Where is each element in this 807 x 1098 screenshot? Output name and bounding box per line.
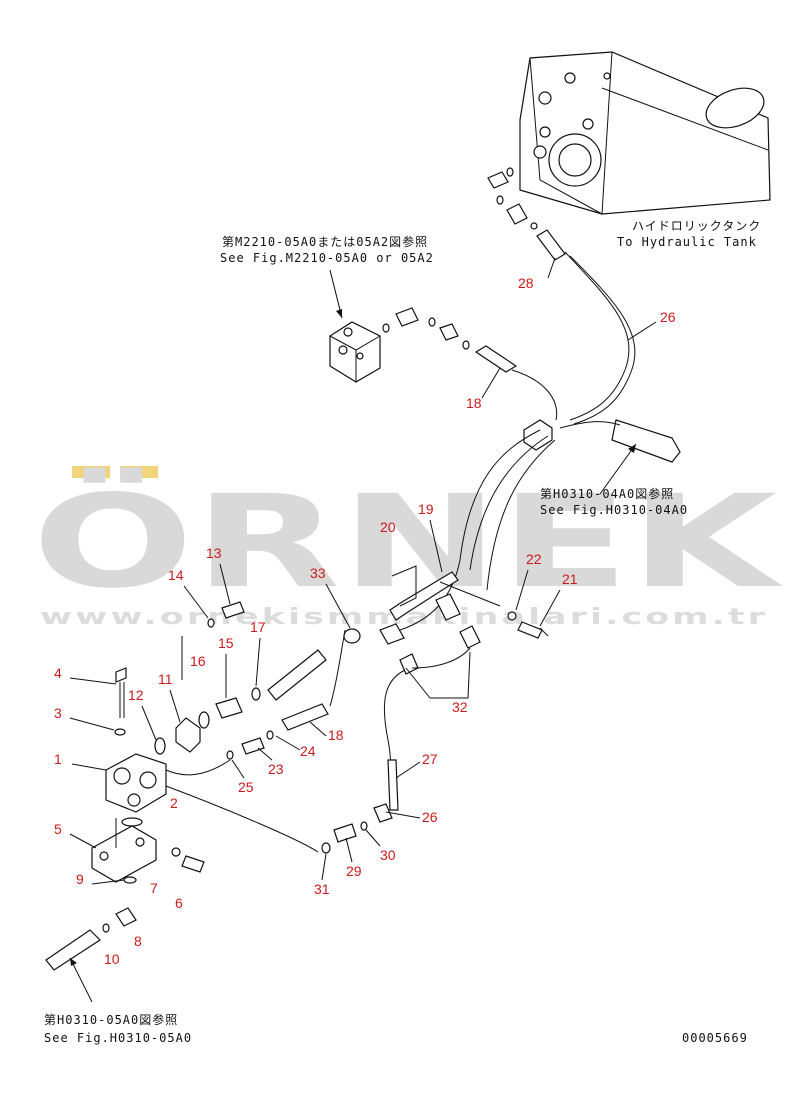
callout-14: 14: [168, 567, 184, 583]
callout-33: 33: [310, 565, 326, 581]
m2210-ref-jp: 第M2210-05A0または05A2図参照: [222, 234, 428, 249]
callout-26-upper: 26: [660, 309, 676, 325]
arrow-h0310-05: [69, 957, 93, 1003]
m2210-ref-en: See Fig.M2210-05A0 or 05A2: [220, 251, 434, 265]
callout-2: 2: [170, 795, 178, 811]
callout-18-upper: 18: [466, 395, 482, 411]
callout-15: 15: [218, 635, 234, 651]
callout-31: 31: [314, 881, 330, 897]
callout-3: 3: [54, 705, 62, 721]
tank-label-jp: ハイドロリックタンク: [632, 219, 761, 233]
callout-29: 29: [346, 863, 362, 879]
callout-13: 13: [206, 545, 222, 561]
callout-23: 23: [268, 761, 284, 777]
hose-18-upper: [511, 369, 558, 421]
hose-bundle-1: [399, 429, 541, 631]
middle-fittings: [154, 601, 368, 854]
h0310-04-ref-jp: 第H0310-04A0図参照: [540, 486, 674, 501]
hose-26-upper: [564, 251, 630, 421]
callout-1: 1: [54, 751, 62, 767]
center-clamps: [343, 571, 549, 675]
watermark: ÖRNEK www.ornekismmakinalari.com.tr: [32, 466, 784, 630]
callout-11: 11: [158, 671, 173, 687]
h0310-05-ref-jp: 第H0310-05A0図参照: [44, 1012, 178, 1027]
arrow-h0310-04: [599, 443, 637, 495]
callout-19: 19: [418, 501, 434, 517]
callout-18-lower: 18: [328, 727, 344, 743]
callout-16: 16: [190, 653, 206, 669]
callout-24: 24: [300, 743, 316, 759]
watermark-accent-left: [72, 466, 110, 478]
callout-26-lower: 26: [422, 809, 438, 825]
watermark-accent-right: [120, 466, 158, 478]
callouts: 1 2 3 4 5 6 7 8 9 10 11 12 13 14 15 16 1…: [54, 275, 676, 967]
callout-27: 27: [422, 751, 438, 767]
doc-number: 00005669: [682, 1031, 748, 1045]
watermark-brand: ÖRNEK: [32, 467, 784, 617]
callout-17: 17: [250, 619, 266, 635]
callout-28: 28: [518, 275, 534, 291]
h0310-05-ref-en: See Fig.H0310-05A0: [44, 1031, 192, 1045]
callout-9: 9: [76, 871, 84, 887]
callout-6: 6: [175, 895, 183, 911]
callout-32: 32: [452, 699, 468, 715]
callout-30: 30: [380, 847, 396, 863]
tank-label-en: To Hydraulic Tank: [617, 235, 757, 249]
callout-8: 8: [134, 933, 142, 949]
hose-clamp: [523, 419, 681, 463]
h0310-04-ref-en: See Fig.H0310-04A0: [540, 503, 688, 517]
hydraulic-tank: [519, 51, 771, 215]
callout-22: 22: [526, 551, 542, 567]
line-pump-25: [165, 759, 231, 776]
callout-5: 5: [54, 821, 62, 837]
callout-7: 7: [150, 880, 158, 896]
pump-assembly: [45, 667, 205, 971]
tank-fittings: [487, 167, 566, 279]
valve-block: [329, 307, 518, 383]
callout-12: 12: [128, 687, 144, 703]
callout-25: 25: [238, 779, 254, 795]
callout-4: 4: [54, 665, 62, 681]
callout-10: 10: [104, 951, 120, 967]
callout-20: 20: [380, 519, 396, 535]
callout-21: 21: [562, 571, 578, 587]
